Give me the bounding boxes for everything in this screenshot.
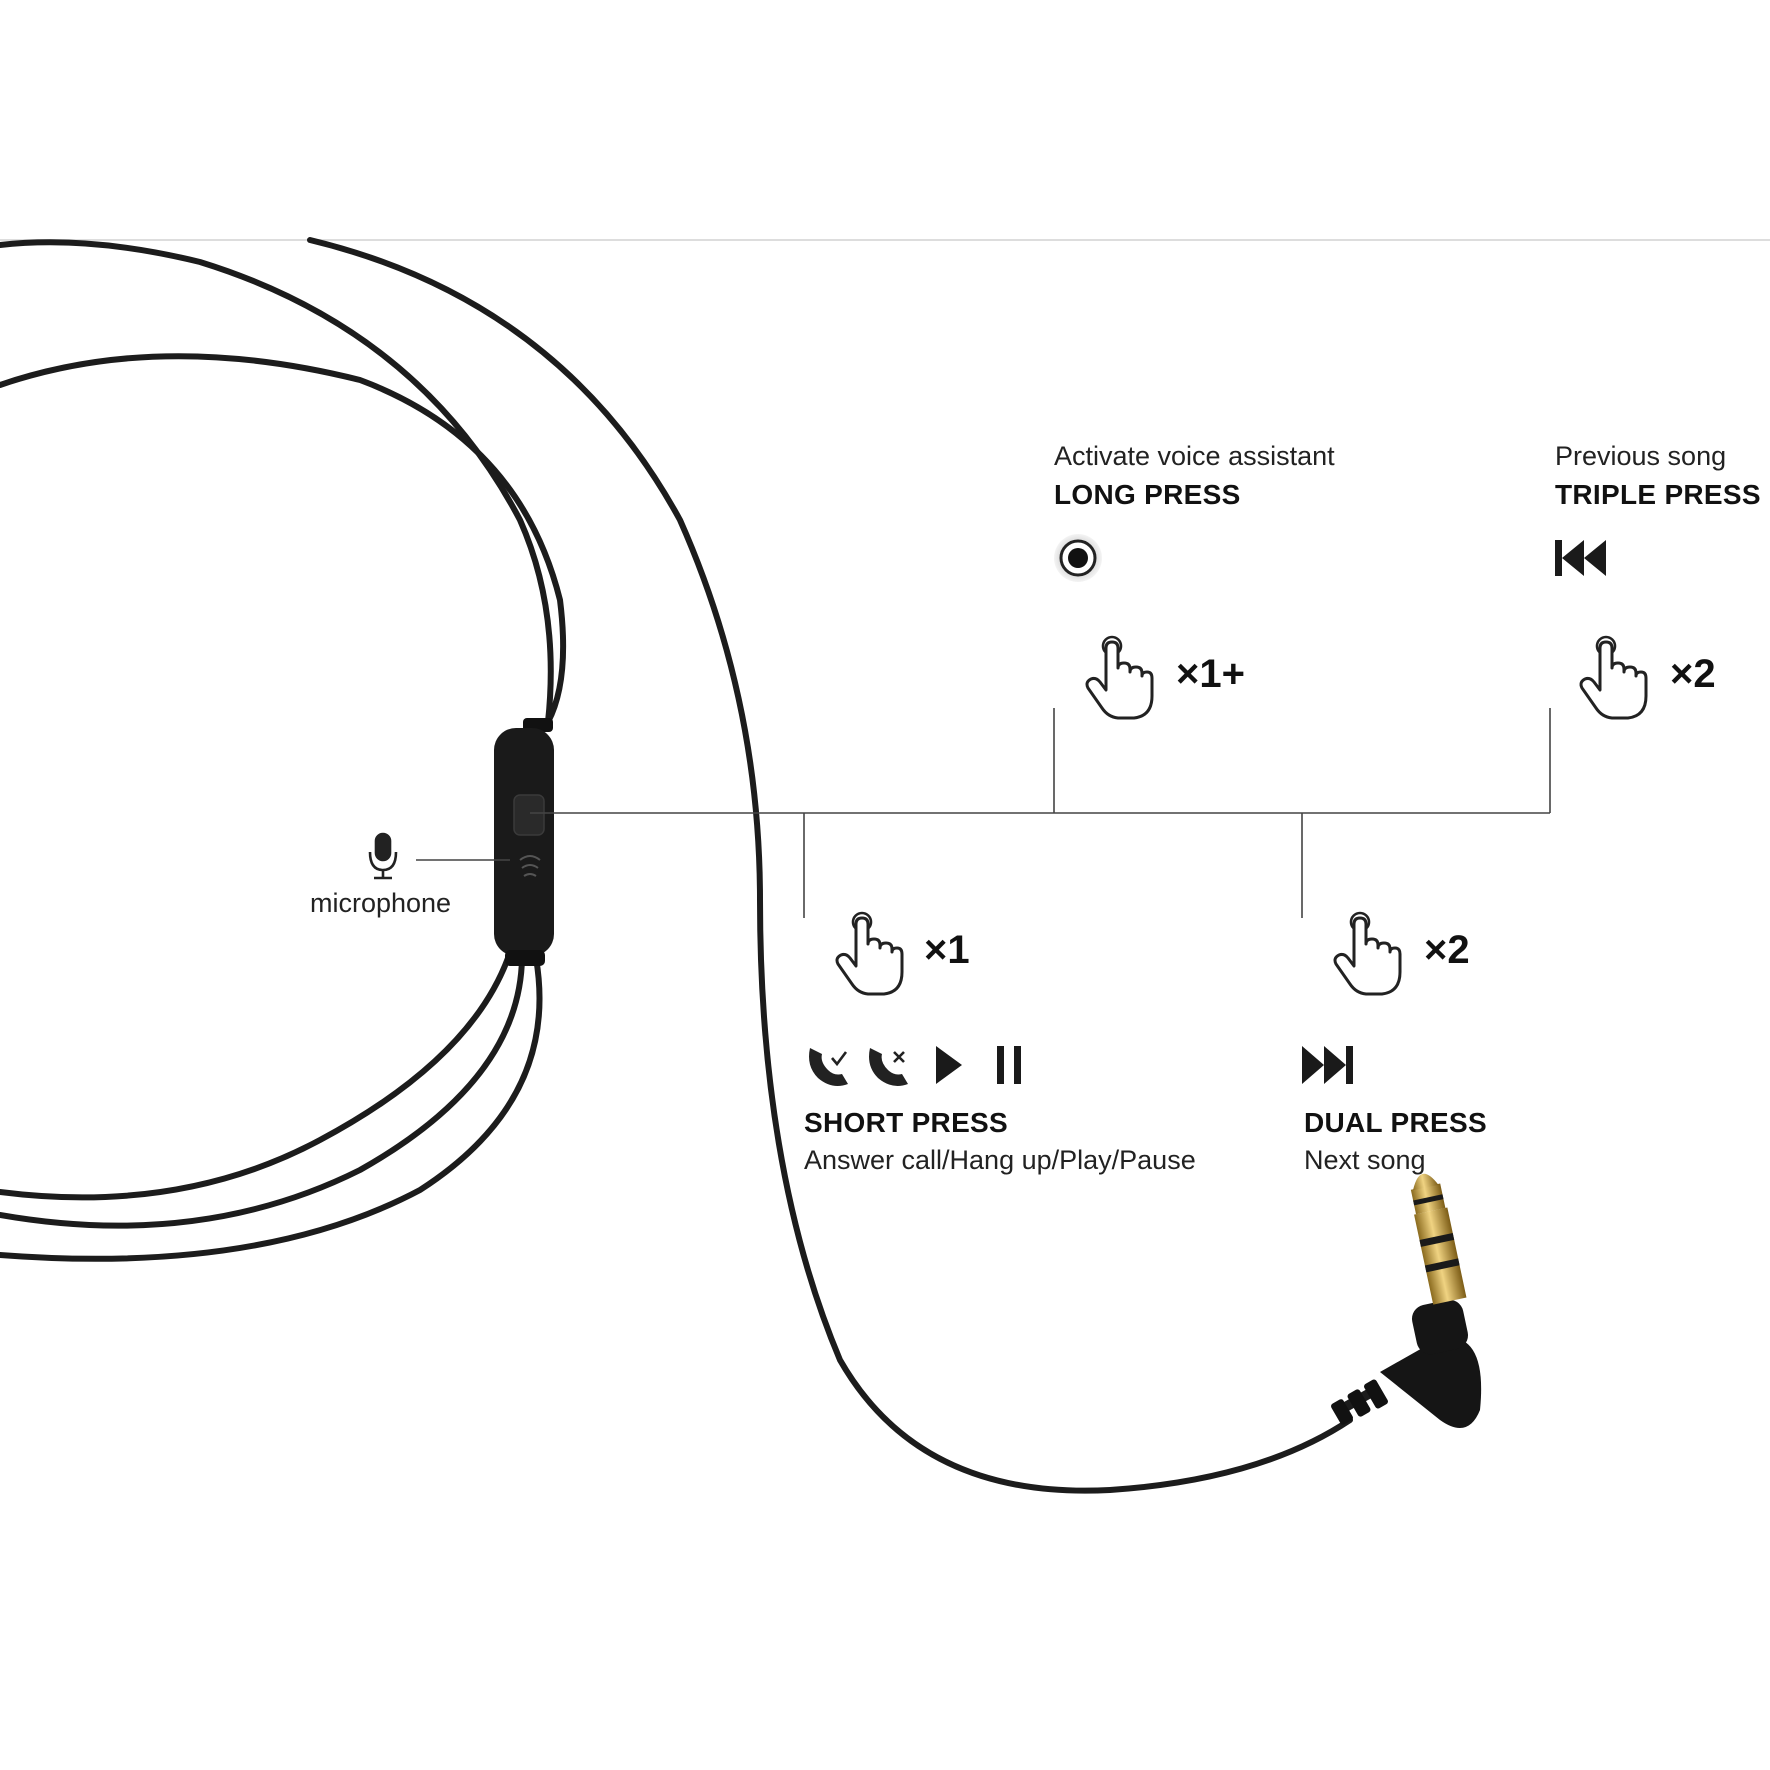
cable (0, 237, 1353, 1494)
tap-hand-icon (835, 911, 904, 996)
tap-hand-icon (1579, 635, 1648, 720)
audio-jack (1331, 1173, 1482, 1428)
cable-main-to-jack (307, 237, 1353, 1494)
dual-press-count: ×2 (1424, 928, 1470, 972)
long-press-description: Activate voice assistant (1054, 441, 1335, 471)
dual-press-title: DUAL PRESS (1304, 1107, 1487, 1138)
long-press-count: ×1+ (1176, 652, 1245, 696)
triple-press-count: ×2 (1670, 652, 1716, 696)
long-press-title: LONG PRESS (1054, 479, 1241, 510)
cable-lower-loop-middle (0, 955, 525, 1229)
cable-left-strand-upper (0, 239, 554, 725)
short-press-count: ×1 (924, 928, 970, 972)
tap-hand-icon (1333, 911, 1402, 996)
triple-press-title: TRIPLE PRESS (1555, 479, 1761, 510)
next-track-icon (1302, 1046, 1353, 1084)
short-press-description: Answer call/Hang up/Play/Pause (804, 1145, 1196, 1175)
dual-press-description: Next song (1304, 1145, 1426, 1175)
microphone-label: microphone (310, 888, 452, 918)
voice-assistant-icon (1054, 534, 1102, 582)
pause-icon (997, 1046, 1021, 1084)
leader-lines (416, 708, 1551, 918)
previous-track-icon (1555, 540, 1606, 576)
hang-up-icon (869, 1048, 908, 1086)
inline-remote (494, 718, 554, 966)
play-icon (936, 1046, 962, 1084)
tap-hand-icon (1085, 635, 1154, 720)
cable-right-strand (0, 353, 567, 725)
short-press-title: SHORT PRESS (804, 1107, 1009, 1138)
microphone-icon (368, 832, 398, 880)
answer-call-icon (809, 1048, 848, 1086)
cable-lower-loop-inner (0, 955, 511, 1201)
triple-press-description: Previous song (1555, 441, 1727, 471)
cable-lower-loop-outer (0, 955, 543, 1262)
